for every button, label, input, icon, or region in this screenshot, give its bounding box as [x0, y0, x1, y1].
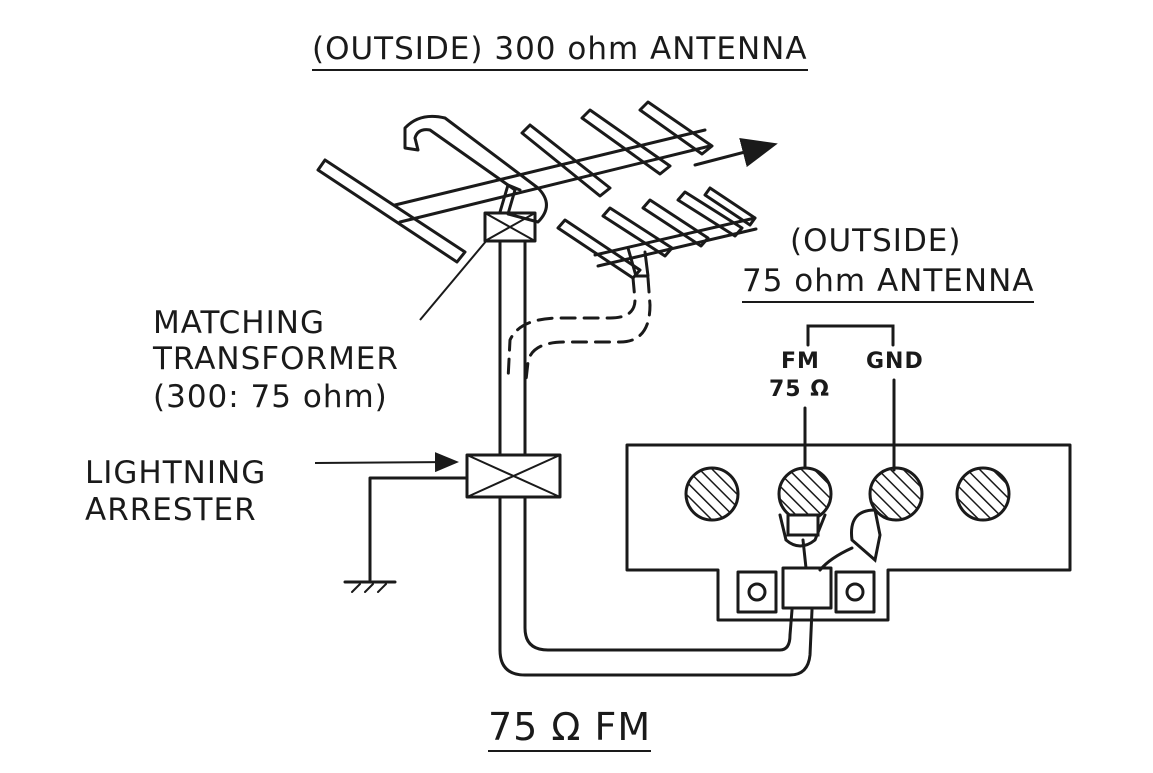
label-matching: MATCHING — [153, 305, 325, 341]
ground-wire — [343, 476, 469, 593]
terminal-wires — [778, 324, 896, 572]
screw-4 — [955, 466, 1011, 522]
label-outside: (OUTSIDE) — [790, 223, 962, 259]
label-arrester: ARRESTER — [85, 492, 257, 528]
direction-arrow — [693, 138, 778, 168]
yagi-antenna-75ohm — [556, 186, 758, 280]
dashed-feed-cable — [506, 276, 652, 382]
label-transformer: TRANSFORMER — [153, 341, 399, 377]
title-300ohm-antenna: (OUTSIDE) 300 ohm ANTENNA — [312, 34, 808, 71]
screw-1 — [684, 466, 740, 522]
yagi-antenna-300ohm — [316, 100, 714, 264]
caption-75ohm-fm: 75 Ω FM — [488, 708, 652, 752]
matching-transformer-box — [483, 211, 537, 243]
label-gnd-terminal: GND — [866, 349, 924, 374]
coax-cable — [498, 495, 814, 677]
lightning-arrester-box — [465, 453, 562, 499]
label-lightning: LIGHTNING — [85, 455, 267, 491]
antenna-mast — [498, 239, 527, 457]
pointer-lines — [314, 239, 488, 473]
label-transformer-ratio: (300: 75 ohm) — [153, 379, 388, 415]
terminal-screws — [684, 466, 1011, 522]
screw-fm — [777, 466, 833, 522]
terminal-block — [625, 443, 1072, 622]
label-fm-terminal: FM — [781, 349, 820, 374]
label-75ohm-antenna: 75 ohm ANTENNA — [742, 266, 1035, 303]
label-fm-impedance: 75 Ω — [769, 377, 830, 402]
screw-gnd — [868, 466, 924, 522]
